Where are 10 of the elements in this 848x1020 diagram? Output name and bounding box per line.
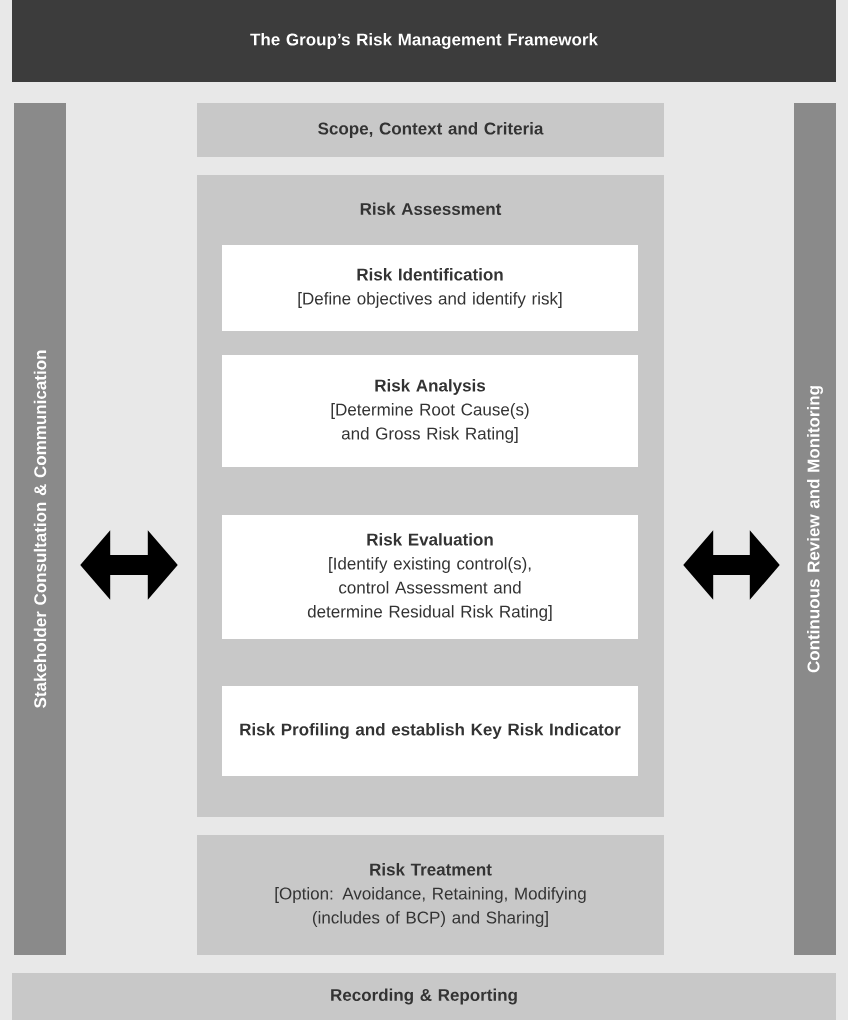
step-box: Risk Analysis [Determine Root Cause(s) and Gross Risk Rating] <box>222 355 638 467</box>
stage-box: Scope, Context and Criteria <box>197 103 664 157</box>
side-bar: Continuous Review and Monitoring <box>794 103 836 955</box>
title-bar: The Group’s Risk Management Framework <box>12 0 836 82</box>
step-box: Risk Evaluation [Identify existing control(s), control Assessment and determine Residual Risk Rating] <box>222 515 638 639</box>
footer-bar: Recording & Reporting <box>12 973 836 1020</box>
stage-box: Risk Treatment [Option: Avoidance, Retaining, Modifying (includes of BCP) and Sharing] <box>197 835 664 955</box>
step-box: Risk Profiling and establish Key Risk Indicator <box>222 686 638 776</box>
side-bar: Stakeholder Consultation & Communication <box>14 103 66 955</box>
step-box: Risk Identification [Define objectives and identify risk] <box>222 245 638 331</box>
